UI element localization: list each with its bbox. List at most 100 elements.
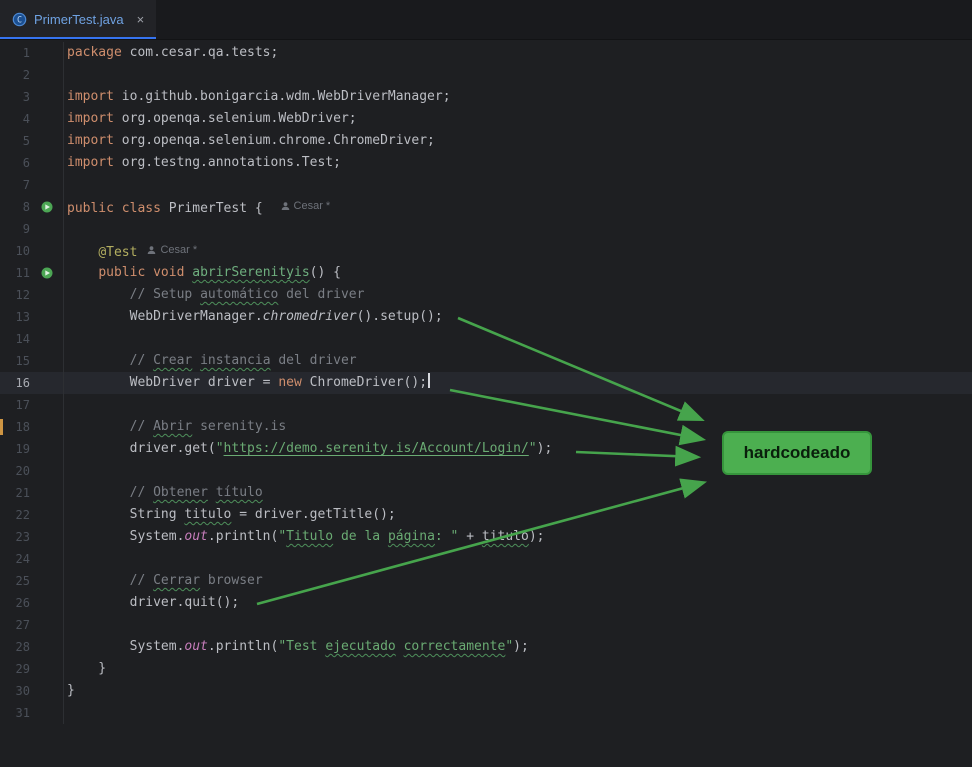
line-number[interactable]: 17	[0, 394, 30, 416]
code-text: // Obtener título	[64, 482, 263, 504]
line-number[interactable]: 22	[0, 504, 30, 526]
code-line: 27	[0, 614, 972, 636]
code-text: driver.quit();	[64, 592, 239, 614]
line-number[interactable]: 13	[0, 306, 30, 328]
gutter-space	[30, 416, 64, 438]
line-number[interactable]: 16	[0, 372, 30, 394]
code-text	[64, 174, 67, 196]
gutter-space	[30, 658, 64, 680]
code-text: @TestCesar *	[64, 240, 197, 262]
java-class-icon: C	[12, 12, 27, 27]
tab-primertest[interactable]: C PrimerTest.java ×	[0, 0, 156, 39]
line-number[interactable]: 4	[0, 108, 30, 130]
code-line: 29 }	[0, 658, 972, 680]
code-text	[64, 702, 67, 724]
code-text	[64, 328, 67, 350]
line-number[interactable]: 18	[0, 416, 30, 438]
line-number[interactable]: 21	[0, 482, 30, 504]
gutter-space	[30, 526, 64, 548]
hardcoded-annotation-box: hardcodeado	[722, 431, 872, 475]
code-line: 8 public class PrimerTest { Cesar *	[0, 196, 972, 218]
code-text	[64, 614, 67, 636]
code-text	[64, 64, 67, 86]
code-text: // Cerrar browser	[64, 570, 263, 592]
line-number[interactable]: 19	[0, 438, 30, 460]
line-number[interactable]: 7	[0, 174, 30, 196]
line-number[interactable]: 25	[0, 570, 30, 592]
gutter-space	[30, 482, 64, 504]
line-number[interactable]: 1	[0, 42, 30, 64]
line-number[interactable]: 24	[0, 548, 30, 570]
code-text: import io.github.bonigarcia.wdm.WebDrive…	[64, 86, 451, 108]
line-number[interactable]: 9	[0, 218, 30, 240]
author-inlay[interactable]: Cesar *	[281, 195, 331, 217]
code-line: 10 @TestCesar *	[0, 240, 972, 262]
gutter-space	[30, 218, 64, 240]
code-text: import org.openqa.selenium.WebDriver;	[64, 108, 357, 130]
code-text: WebDriver driver = new ChromeDriver();	[64, 372, 430, 394]
line-number[interactable]: 15	[0, 350, 30, 372]
code-line: 4 import org.openqa.selenium.WebDriver;	[0, 108, 972, 130]
run-test-icon[interactable]	[30, 262, 64, 284]
line-number[interactable]: 8	[0, 196, 30, 218]
code-line: 15 // Crear instancia del driver	[0, 350, 972, 372]
gutter-space	[30, 42, 64, 64]
line-number[interactable]: 11	[0, 262, 30, 284]
gutter-space	[30, 548, 64, 570]
code-line: 5import org.openqa.selenium.chrome.Chrom…	[0, 130, 972, 152]
line-number[interactable]: 6	[0, 152, 30, 174]
line-number[interactable]: 27	[0, 614, 30, 636]
code-text	[64, 394, 67, 416]
code-line: 31	[0, 702, 972, 724]
line-number[interactable]: 30	[0, 680, 30, 702]
code-editor[interactable]: 1package com.cesar.qa.tests;23import io.…	[0, 42, 972, 767]
gutter-space	[30, 680, 64, 702]
gutter-space	[30, 240, 64, 262]
code-line: 13 WebDriverManager.chromedriver().setup…	[0, 306, 972, 328]
line-number[interactable]: 5	[0, 130, 30, 152]
line-number[interactable]: 14	[0, 328, 30, 350]
gutter-space	[30, 284, 64, 306]
code-line: 3 import io.github.bonigarcia.wdm.WebDriv…	[0, 86, 972, 108]
line-number[interactable]: 12	[0, 284, 30, 306]
line-number[interactable]: 29	[0, 658, 30, 680]
line-number[interactable]: 20	[0, 460, 30, 482]
code-text: public class PrimerTest { Cesar *	[64, 196, 330, 218]
hardcoded-annotation-label: hardcodeado	[744, 443, 851, 463]
gutter-space	[30, 130, 64, 152]
code-text: }	[64, 680, 75, 702]
line-number[interactable]: 31	[0, 702, 30, 724]
code-line: 6import org.testng.annotations.Test;	[0, 152, 972, 174]
gutter-space	[30, 174, 64, 196]
gutter-space	[30, 306, 64, 328]
code-line: 1package com.cesar.qa.tests;	[0, 42, 972, 64]
code-line: 30}	[0, 680, 972, 702]
line-number[interactable]: 2	[0, 64, 30, 86]
gutter-space	[30, 702, 64, 724]
code-line: 12 // Setup automático del driver	[0, 284, 972, 306]
code-text: System.out.println("Titulo de la página:…	[64, 526, 545, 548]
line-number[interactable]: 10	[0, 240, 30, 262]
line-number[interactable]: 28	[0, 636, 30, 658]
code-line: 25 // Cerrar browser	[0, 570, 972, 592]
gutter-space	[30, 372, 64, 394]
gutter-space	[30, 328, 64, 350]
close-icon[interactable]: ×	[137, 12, 145, 27]
code-line: 26 driver.quit();	[0, 592, 972, 614]
code-line: 16 WebDriver driver = new ChromeDriver()…	[0, 372, 972, 394]
run-test-icon[interactable]	[30, 196, 64, 218]
code-line: 11 public void abrirSerenityis() {	[0, 262, 972, 284]
gutter-space	[30, 614, 64, 636]
code-text	[64, 460, 67, 482]
tab-title: PrimerTest.java	[34, 12, 124, 27]
line-number[interactable]: 23	[0, 526, 30, 548]
gutter-space	[30, 108, 64, 130]
line-number[interactable]: 26	[0, 592, 30, 614]
code-line: 22 String titulo = driver.getTitle();	[0, 504, 972, 526]
line-number[interactable]: 3	[0, 86, 30, 108]
code-text: WebDriverManager.chromedriver().setup();	[64, 306, 443, 328]
code-line: 24	[0, 548, 972, 570]
gutter-space	[30, 460, 64, 482]
author-inlay[interactable]: Cesar *	[147, 239, 197, 261]
